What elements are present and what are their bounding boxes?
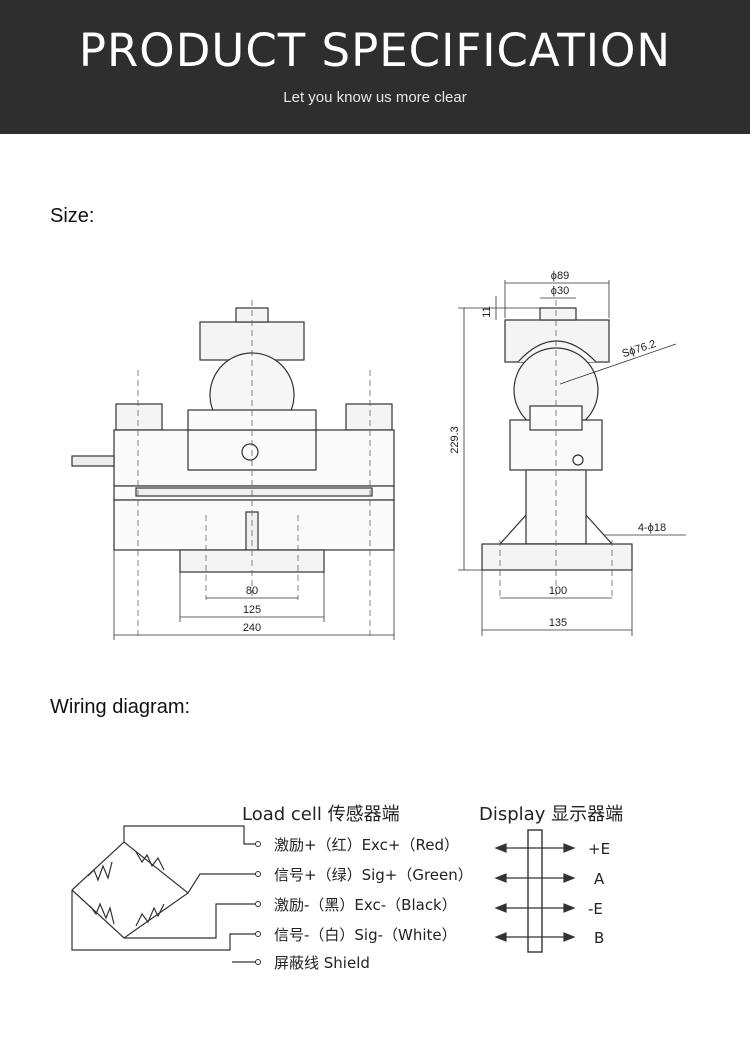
terminal-block bbox=[527, 829, 543, 953]
dim-240: 240 bbox=[243, 622, 261, 634]
dim-125: 125 bbox=[243, 604, 261, 616]
wire-sig-minus: 信号-（白）Sig-（White） bbox=[274, 926, 457, 944]
dim-h11: 11 bbox=[481, 306, 493, 317]
wire-exc-minus: 激励-（黑）Exc-（Black） bbox=[274, 896, 457, 914]
terminal-b: B bbox=[594, 929, 604, 947]
dim-w135: 135 bbox=[549, 617, 567, 629]
wheatstone-bridge bbox=[71, 825, 256, 963]
wire-sig-plus: 信号+（绿）Sig+（Green） bbox=[274, 866, 473, 884]
dim-holes: 4-ϕ18 bbox=[638, 522, 666, 534]
wiring-section-label: Wiring diagram: bbox=[50, 696, 191, 718]
dim-d89: ϕ89 bbox=[551, 270, 569, 282]
terminal-a: A bbox=[594, 870, 605, 888]
wire-exc-plus: 激励+（红）Exc+（Red） bbox=[274, 836, 459, 854]
dim-80: 80 bbox=[246, 585, 258, 597]
dim-d30: ϕ30 bbox=[551, 285, 569, 297]
terminal-plus-e: +E bbox=[588, 840, 610, 858]
load-cell-title: Load cell 传感器端 bbox=[242, 804, 400, 825]
dim-height: 229.3 bbox=[449, 426, 461, 454]
dim-w100: 100 bbox=[549, 585, 567, 597]
header-banner: PRODUCT SPECIFICATION Let you know us mo… bbox=[0, 0, 750, 134]
page-title: PRODUCT SPECIFICATION bbox=[78, 24, 672, 77]
size-section-label: Size: bbox=[50, 205, 95, 227]
display-title: Display 显示器端 bbox=[479, 804, 623, 825]
terminal-minus-e: -E bbox=[588, 900, 603, 918]
page-subtitle: Let you know us more clear bbox=[283, 89, 467, 106]
wire-shield: 屏蔽线 Shield bbox=[274, 954, 370, 972]
